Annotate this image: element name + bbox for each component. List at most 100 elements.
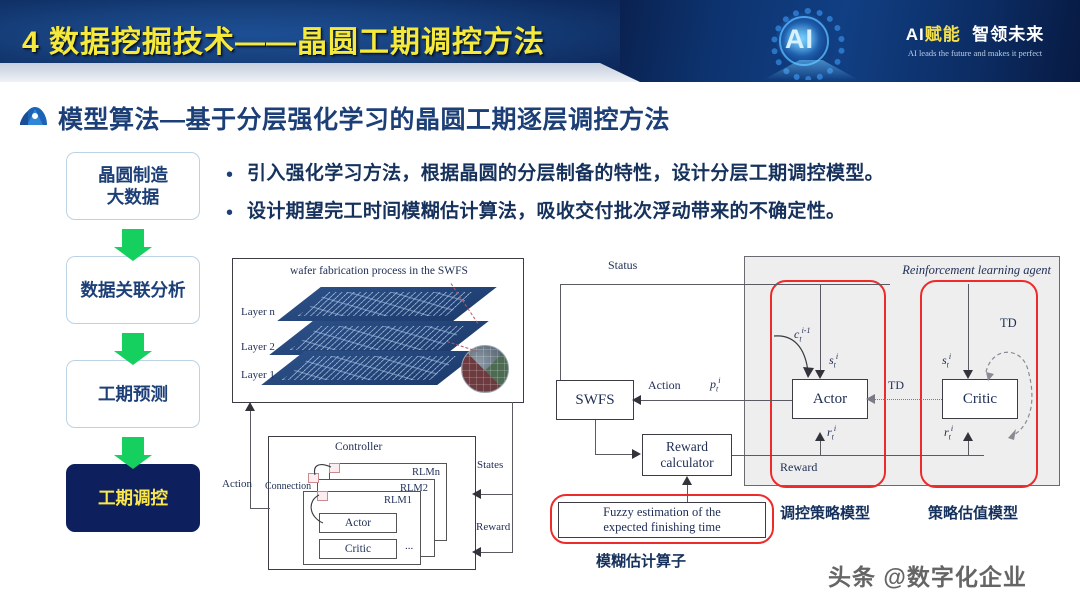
flow-step-schedule-control[interactable]: 工期调控 bbox=[66, 464, 200, 532]
wafer-layer-2-icon bbox=[269, 321, 489, 355]
rlm-2-label: RLM2 bbox=[399, 483, 428, 494]
figure-hierarchical-controller: wafer fabrication process in the SWFS La… bbox=[222, 256, 528, 576]
rlm-n-label: RLMn bbox=[411, 467, 440, 478]
flow-step-label-line1: 工期调控 bbox=[98, 487, 168, 508]
reward-calc-arrowhead-icon bbox=[632, 449, 641, 459]
fuzzy-arrowhead-icon bbox=[682, 476, 692, 485]
action-line-vertical bbox=[250, 408, 252, 508]
bullet-list: • 引入强化学习方法，根据晶圆的分层制备的特性，设计分层工期调控模型。 • 设计… bbox=[226, 162, 1066, 237]
flow-step-label-line2: 大数据 bbox=[106, 187, 160, 207]
symbol-r-base: r bbox=[944, 425, 949, 439]
reward-to-actor-vertical bbox=[820, 440, 822, 456]
brand-main-line: AI赋能 智领未来 bbox=[880, 20, 1070, 45]
status-actor-arrowhead-icon bbox=[815, 370, 825, 379]
connection-node-1-icon bbox=[329, 463, 340, 473]
rlm-1-label: RLM1 bbox=[383, 495, 412, 506]
reward-to-critic-vertical bbox=[968, 440, 970, 456]
ai-circuit-artwork: AI bbox=[745, 2, 885, 80]
reward-calculator-line1: Reward bbox=[666, 439, 708, 455]
symbol-s-sup: i bbox=[835, 352, 839, 361]
connection-label: Connection bbox=[265, 481, 312, 492]
reward-line-vertical bbox=[512, 402, 514, 552]
section-logo-icon bbox=[20, 103, 50, 131]
bullet-item: • 引入强化学习方法，根据晶圆的分层制备的特性，设计分层工期调控模型。 bbox=[226, 162, 1066, 187]
reward-calculator-box[interactable]: Reward calculator bbox=[642, 434, 732, 476]
action-line-to-swfs bbox=[640, 400, 820, 402]
action-line-horizontal bbox=[250, 508, 270, 510]
reward-arrowhead-icon bbox=[472, 547, 481, 557]
fuzzy-line2: expected finishing time bbox=[603, 520, 721, 534]
brand-block: AI赋能 智领未来 AI leads the future and makes … bbox=[880, 20, 1070, 58]
swfs-to-reward-horizontal bbox=[595, 454, 633, 456]
figure-reinforcement-learning: Reinforcement learning agent Status SWFS… bbox=[548, 252, 1068, 582]
brand-ai-text: AI bbox=[905, 25, 925, 44]
process-flow: 晶圆制造 大数据 数据关联分析 工期预测 工期调控 bbox=[66, 152, 200, 532]
wafer-panel-title: wafer fabrication process in the SWFS bbox=[290, 265, 468, 277]
rl-agent-container: Reinforcement learning agent bbox=[744, 256, 1060, 486]
brand-future-text: 智领未来 bbox=[972, 25, 1045, 44]
reward-line-horizontal bbox=[480, 552, 513, 554]
status-label: Status bbox=[608, 258, 638, 272]
symbol-p-action: pti bbox=[710, 376, 720, 393]
fuzzy-estimation-box[interactable]: Fuzzy estimation of the expected finishi… bbox=[558, 502, 766, 538]
bullet-text: 设计期望完工时间模糊估计算法，吸收交付批次浮动带来的不确定性。 bbox=[247, 200, 846, 222]
status-line-left-vertical bbox=[560, 284, 562, 394]
td-dotted-line bbox=[870, 399, 942, 400]
symbol-r-sup: i bbox=[833, 424, 837, 433]
action-arrowhead-icon bbox=[632, 395, 641, 405]
bullet-dot-icon: • bbox=[226, 164, 234, 186]
controller-panel: Controller RLMn Actor RLM2 RLM1 Actor Cr… bbox=[265, 436, 476, 570]
slide-header: AI AI赋能 智领未来 AI leads the future and mak… bbox=[0, 0, 1080, 82]
wafer-layer-label-2: Layer 2 bbox=[241, 341, 275, 353]
action-edge-label: Action bbox=[222, 478, 252, 490]
connection-node-2-icon bbox=[308, 473, 319, 483]
critic-box[interactable]: Critic bbox=[942, 379, 1018, 419]
states-edge-label: States bbox=[477, 459, 504, 471]
flow-step-wafer-big-data[interactable]: 晶圆制造 大数据 bbox=[66, 152, 200, 220]
symbol-s-sup: i bbox=[948, 352, 952, 361]
flow-step-label-line1: 工期预测 bbox=[98, 383, 168, 404]
header-wedge-decoration bbox=[0, 63, 640, 82]
symbol-c-context: cti-1 bbox=[794, 326, 810, 343]
brand-empower-text: 赋能 bbox=[924, 25, 961, 44]
caption-fuzzy-operator: 模糊估计算子 bbox=[596, 553, 687, 570]
flow-step-schedule-prediction[interactable]: 工期预测 bbox=[66, 360, 200, 428]
wafer-layer-label-1: Layer 1 bbox=[241, 369, 275, 381]
symbol-s-actor: sti bbox=[829, 352, 838, 369]
swfs-box[interactable]: SWFS bbox=[556, 380, 634, 420]
wafer-layer-1-icon bbox=[261, 351, 481, 385]
rl-agent-title: Reinforcement learning agent bbox=[902, 263, 1051, 277]
wafer-layer-label-n: Layer n bbox=[241, 306, 275, 318]
swfs-to-reward-vertical bbox=[595, 420, 597, 454]
action-label: Action bbox=[648, 378, 681, 392]
flow-step-label-line1: 晶圆制造 bbox=[98, 164, 168, 185]
flow-step-data-correlation[interactable]: 数据关联分析 bbox=[66, 256, 200, 324]
action-arrowhead-icon bbox=[245, 402, 255, 411]
wafer-process-panel: wafer fabrication process in the SWFS La… bbox=[232, 258, 524, 403]
symbol-r-sub: t bbox=[948, 432, 951, 442]
ai-logo-text: AI bbox=[785, 24, 814, 54]
connection-curves-icon bbox=[310, 464, 332, 524]
wafer-die-closeup-icon bbox=[461, 345, 509, 393]
symbol-r-critic: rti bbox=[944, 424, 953, 441]
fuzzy-line1: Fuzzy estimation of the bbox=[603, 505, 721, 519]
rlm-ellipsis: ... bbox=[405, 540, 414, 552]
status-to-actor-vertical bbox=[820, 284, 822, 372]
reward-critic-arrowhead-icon bbox=[963, 432, 973, 441]
symbol-r-base: r bbox=[827, 425, 832, 439]
symbol-r-sub: t bbox=[831, 432, 834, 442]
symbol-c-sub: t bbox=[799, 334, 802, 344]
policy-model-highlight bbox=[770, 280, 886, 488]
symbol-s-base: s bbox=[942, 353, 947, 367]
bullet-item: • 设计期望完工时间模糊估计算法，吸收交付批次浮动带来的不确定性。 bbox=[226, 200, 1066, 225]
symbol-s-sub: t bbox=[833, 360, 836, 370]
symbol-r-actor: rti bbox=[827, 424, 836, 441]
reward-calculator-line2: calculator bbox=[660, 455, 714, 470]
symbol-c-sup: i-1 bbox=[801, 326, 811, 335]
rlm-1-critic-box: Critic bbox=[319, 539, 397, 559]
watermark: 头条 @数字化企业 bbox=[828, 564, 1027, 590]
context-curve-icon bbox=[773, 335, 814, 378]
symbol-s-base: s bbox=[829, 353, 834, 367]
td-label-middle: TD bbox=[888, 378, 904, 392]
